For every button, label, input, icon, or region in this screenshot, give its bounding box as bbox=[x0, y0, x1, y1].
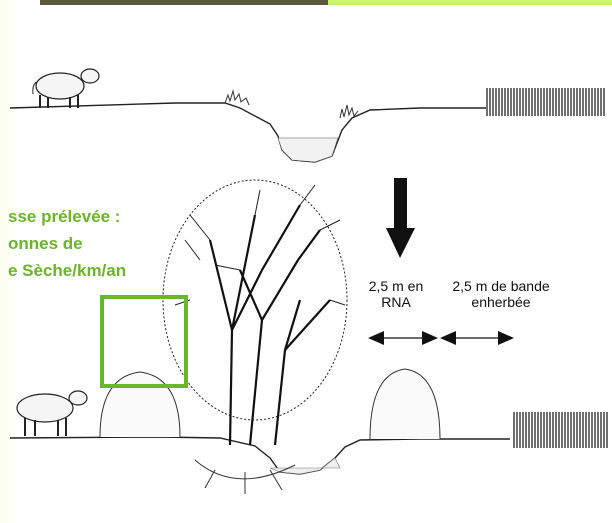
left-margin-edge bbox=[0, 0, 9, 523]
cow-bottom-icon bbox=[16, 390, 88, 436]
cow-top-icon bbox=[32, 68, 100, 108]
riparian-tree bbox=[162, 179, 348, 494]
grass-band-width-label: 2,5 m de bande enherbée bbox=[446, 278, 556, 310]
top-photo-strip bbox=[40, 0, 328, 5]
band-label-line1: 2,5 m de bande bbox=[452, 278, 550, 294]
top-ground-line bbox=[9, 102, 486, 163]
top-bank-vegetation bbox=[224, 89, 359, 119]
right-shrub bbox=[369, 368, 441, 440]
removed-mass-label-line1: sse prélevée : bbox=[8, 207, 121, 226]
bottom-cross-section bbox=[9, 179, 608, 494]
removed-mass-label-line3: e Sèche/km/an bbox=[8, 261, 127, 280]
rna-width-arrow-icon bbox=[368, 331, 438, 345]
bottom-crop-field bbox=[512, 412, 608, 448]
left-shrub bbox=[99, 371, 181, 438]
grass-band-width-arrow-icon bbox=[440, 331, 514, 345]
top-green-strip bbox=[328, 0, 612, 5]
top-water bbox=[277, 137, 339, 163]
top-cross-section bbox=[9, 68, 606, 163]
removed-mass-label-line2: onnes de bbox=[8, 234, 83, 253]
down-arrow-icon bbox=[386, 178, 415, 258]
rna-label-line1: 2,5 m en bbox=[368, 278, 424, 294]
top-crop-field bbox=[486, 88, 606, 116]
band-label-line2: enherbée bbox=[471, 294, 531, 310]
bottom-ground-line bbox=[9, 436, 510, 475]
rna-width-label: 2,5 m en RNA bbox=[356, 278, 436, 310]
rna-label-line2: RNA bbox=[381, 294, 411, 310]
highlight-frame bbox=[100, 295, 188, 388]
